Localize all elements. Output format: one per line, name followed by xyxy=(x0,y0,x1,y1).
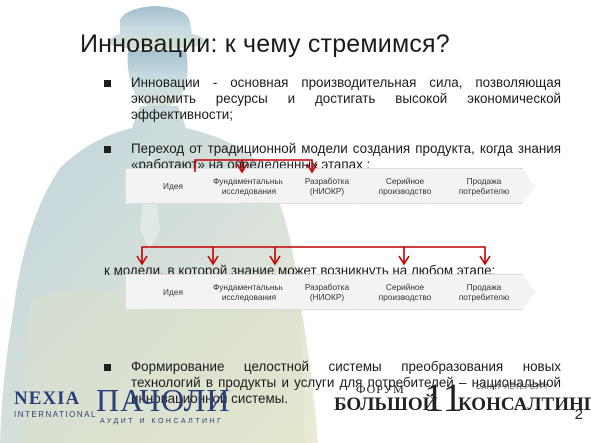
forum-tagline: САНКТ-ПЕТЕРБУРГ xyxy=(476,384,550,391)
chain-step: Продажа потребителю xyxy=(431,274,535,310)
pacioli-wordmark: ПАЧОЛИ xyxy=(96,382,231,418)
process-chain-new: Идея Фундаментальные исследования Разраб… xyxy=(125,274,535,310)
forum-word: ФОРУМ xyxy=(356,382,405,396)
bullet-text-3-line-3: инновационной системы. xyxy=(131,391,289,406)
forum-year: 11 xyxy=(424,375,463,420)
bullet-marker xyxy=(104,146,111,153)
nexia-wordmark: NEXIA xyxy=(14,388,81,409)
bullet-text-3-line-1: Формирование целостной системы преобразо… xyxy=(131,359,561,374)
forum-logo: ФОРУМ БОЛЬШОЙ 11 САНКТ-ПЕТЕРБУРГ КОНСАЛТ… xyxy=(332,375,591,438)
bullet-marker xyxy=(104,80,111,87)
bullet-text-1: Инновации - основная производительная си… xyxy=(131,75,561,122)
bullet-text-3-line-2: технологий в продукты и услуги для потре… xyxy=(131,375,561,390)
nexia-pacioli-logo: NEXIA INTERNATIONAL ПАЧОЛИ АУДИТ И КОНСА… xyxy=(8,380,248,440)
slide-title: Инновации: к чему стремимся? xyxy=(80,30,450,58)
process-chain-traditional: Идея Фундаментальные исследования Разраб… xyxy=(125,168,535,204)
nexia-subtitle: INTERNATIONAL xyxy=(14,410,97,419)
pacioli-subtitle: АУДИТ И КОНСАЛТИНГ xyxy=(100,418,224,425)
forum-big: БОЛЬШОЙ xyxy=(334,394,438,415)
chain-step: Продажа потребителю xyxy=(431,168,535,204)
page-number: 2 xyxy=(574,406,583,423)
forum-consulting: КОНСАЛТИНГ xyxy=(458,394,591,415)
bullet-marker xyxy=(104,364,111,371)
chain-step: Фундаментальные исследования xyxy=(197,274,299,310)
